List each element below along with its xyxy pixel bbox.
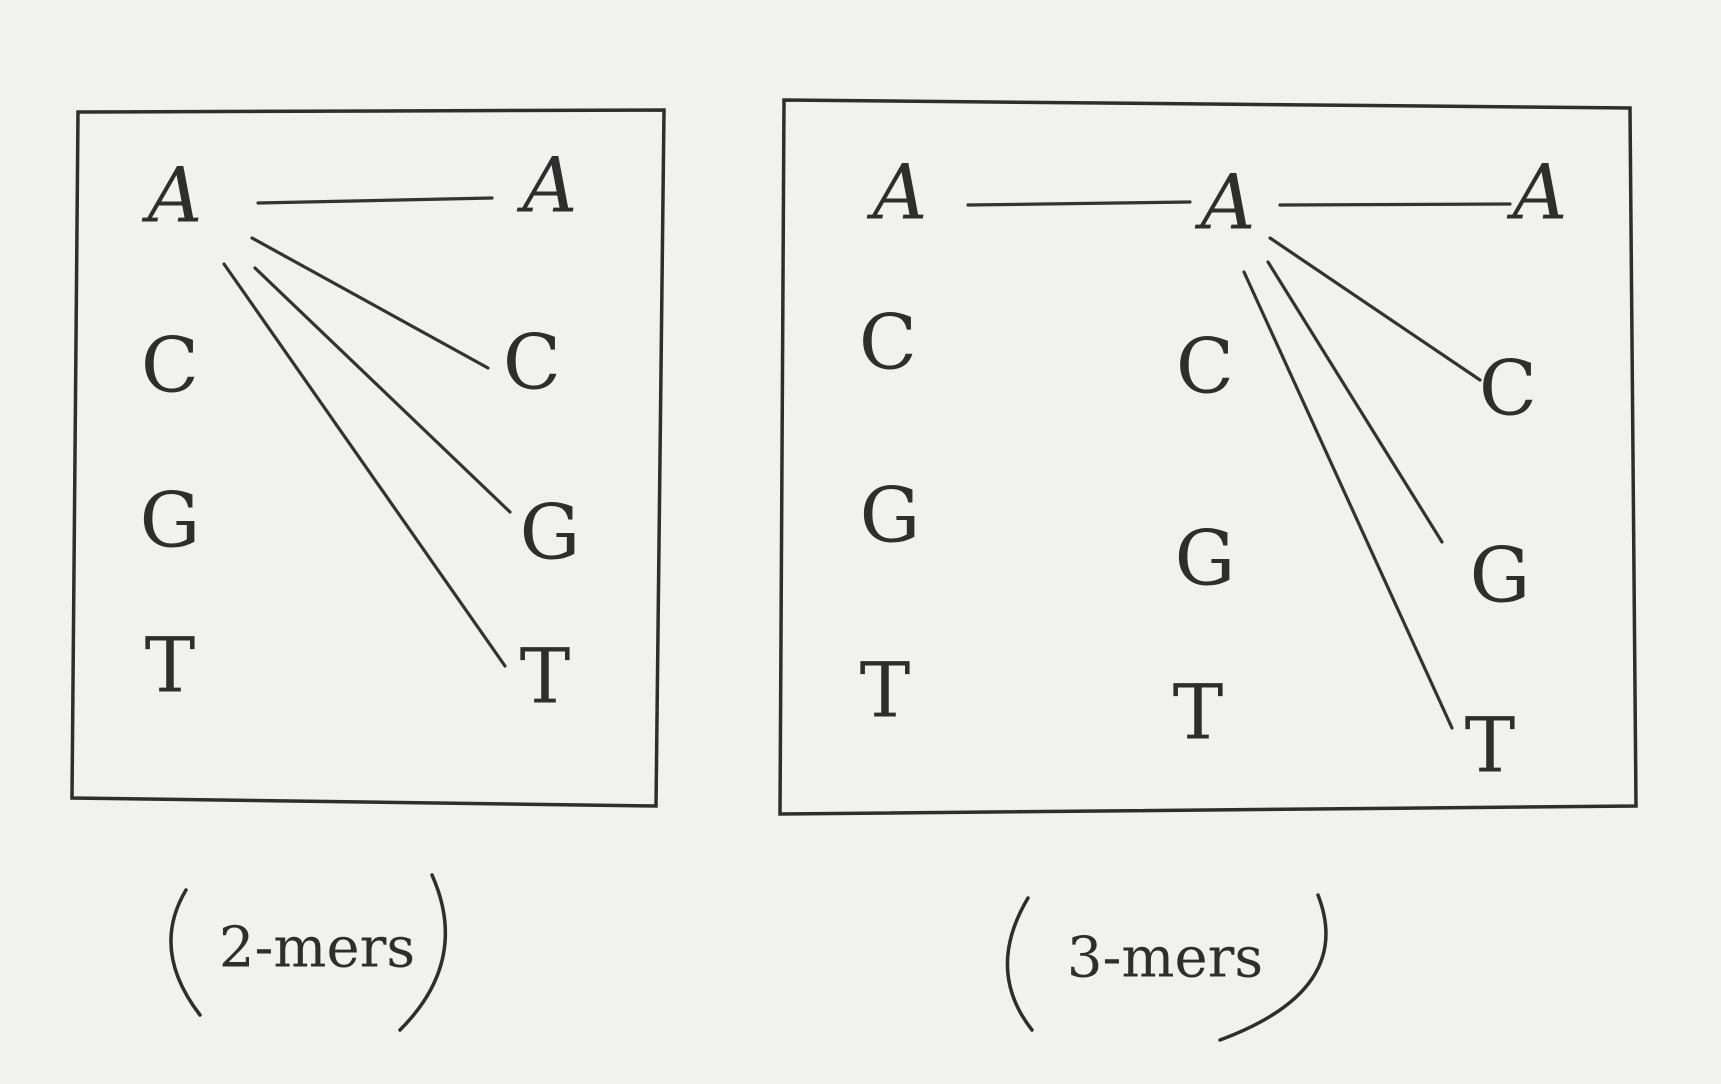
nucleotide-a: A <box>867 148 928 237</box>
panel-2mers-frame <box>70 108 666 808</box>
open-paren <box>1005 896 1034 1032</box>
nucleotide-a: A <box>142 151 203 240</box>
nucleotide-g: G <box>1470 531 1531 620</box>
nucleotide-g: G <box>520 488 581 577</box>
panel-3mers: A C G T A C G T A C G T <box>778 98 1638 816</box>
panel-2mers: A C G T A C G T <box>70 108 666 808</box>
edge-a-a <box>256 196 494 205</box>
caption-text: 2-mers <box>219 916 415 981</box>
nucleotide-c: C <box>503 318 561 407</box>
close-paren <box>1218 893 1328 1042</box>
nucleotide-t: T <box>860 646 911 735</box>
nucleotide-c: C <box>1176 322 1234 411</box>
edge-a-a <box>1278 202 1512 207</box>
caption-3mers: 3-mers <box>1005 893 1328 1042</box>
nucleotide-t: T <box>145 621 196 710</box>
nucleotide-t: T <box>1465 701 1516 790</box>
nucleotide-t: T <box>520 632 571 721</box>
edge-a-t <box>222 262 507 668</box>
caption-2mers: 2-mers <box>169 873 448 1032</box>
nucleotide-g: G <box>140 476 201 565</box>
edge-a-c <box>250 236 490 370</box>
edge-a-c <box>1268 236 1482 382</box>
edge-a-g <box>1266 260 1444 544</box>
edge-a-a <box>966 200 1192 207</box>
panel-3mers-frame <box>778 98 1638 816</box>
nucleotide-a: A <box>1507 148 1568 237</box>
edge-a-t <box>1242 270 1454 730</box>
caption-text: 3-mers <box>1067 926 1263 991</box>
nucleotide-c: C <box>859 298 917 387</box>
nucleotide-a: A <box>1195 158 1256 247</box>
nucleotide-c: C <box>1479 344 1537 433</box>
nucleotide-g: G <box>860 471 921 560</box>
nucleotide-c: C <box>141 321 199 410</box>
nucleotide-t: T <box>1173 668 1224 757</box>
nucleotide-g: G <box>1175 514 1236 603</box>
open-paren <box>169 888 202 1017</box>
nucleotide-a: A <box>517 141 578 230</box>
edge-a-g <box>253 266 512 514</box>
close-paren <box>398 873 448 1032</box>
